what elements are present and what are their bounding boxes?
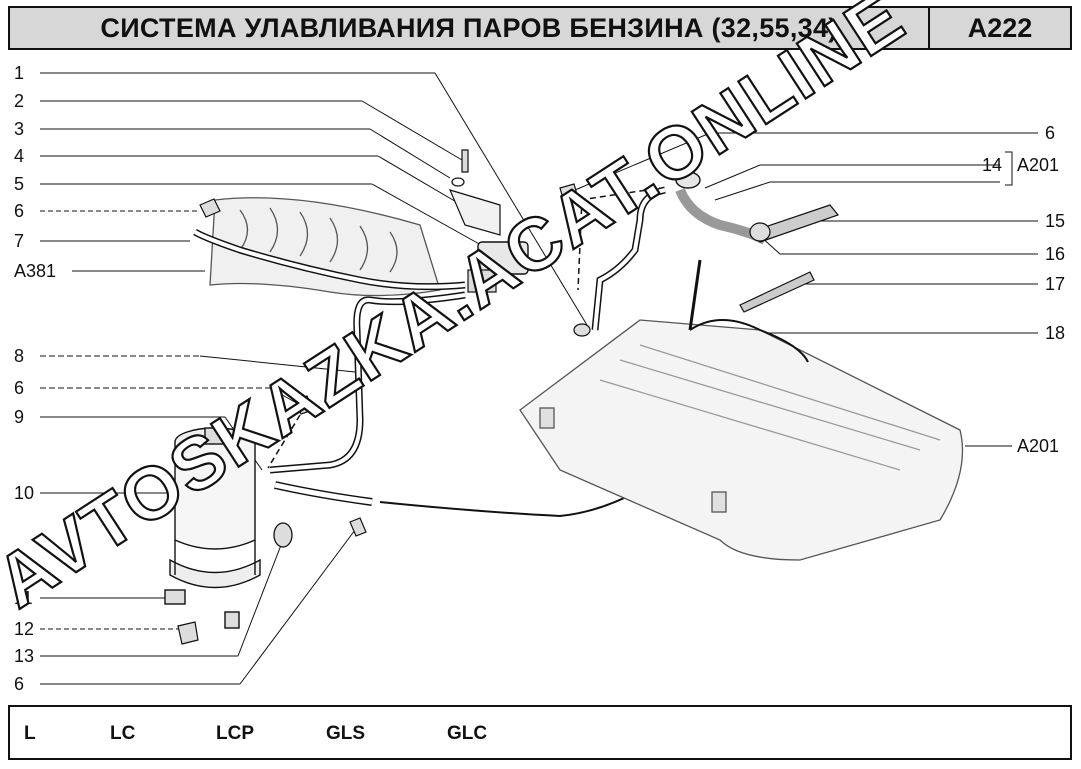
label-r18: 18 bbox=[1045, 323, 1065, 343]
label-8: 8 bbox=[14, 346, 24, 366]
bracket-4 bbox=[448, 189, 501, 236]
label-10: 10 bbox=[14, 483, 34, 503]
page-title: СИСТЕМА УЛАВЛИВАНИЯ ПАРОВ БЕНЗИНА (32,55… bbox=[10, 8, 930, 48]
model-gls: GLS bbox=[326, 723, 366, 744]
label-3: 3 bbox=[14, 119, 24, 139]
leader-6c-tail bbox=[239, 529, 356, 685]
clip-6-right bbox=[559, 183, 579, 203]
clip-6c bbox=[349, 517, 367, 537]
label-4: 4 bbox=[14, 146, 24, 166]
leader-5-tail bbox=[371, 183, 491, 251]
leader-3-tail bbox=[369, 128, 451, 179]
label-r14-ref: A201 bbox=[1017, 155, 1059, 175]
nut-13 bbox=[273, 522, 293, 548]
clip-6a bbox=[199, 198, 221, 218]
leader-r6 bbox=[574, 132, 1038, 191]
label-12: 12 bbox=[14, 619, 34, 639]
section-code: A222 bbox=[967, 12, 1033, 43]
label-6b: 6 bbox=[14, 378, 24, 398]
bolt-2 bbox=[461, 149, 469, 173]
label-7: 7 bbox=[14, 231, 24, 251]
valve-5 bbox=[477, 241, 529, 275]
label-r17: 17 bbox=[1045, 274, 1065, 294]
model-lcp: LCP bbox=[216, 723, 254, 744]
label-11: 11 bbox=[14, 588, 33, 608]
clip-6b bbox=[294, 395, 314, 415]
label-13: 13 bbox=[14, 646, 34, 666]
label-r16: 16 bbox=[1045, 244, 1065, 264]
leader-r16 bbox=[759, 235, 1038, 255]
label-2: 2 bbox=[14, 91, 24, 111]
leader-r15 bbox=[789, 220, 1038, 226]
canister-10 bbox=[164, 427, 261, 629]
tube-18-lower bbox=[379, 489, 641, 518]
leader-13-tail bbox=[237, 539, 284, 657]
header-bar: СИСТЕМА УЛАВЛИВАНИЯ ПАРОВ БЕНЗИНА (32,55… bbox=[8, 6, 1072, 50]
model-lc: LC bbox=[110, 723, 136, 744]
leader-r14 bbox=[704, 164, 1000, 189]
label-r6: 6 bbox=[1045, 123, 1055, 143]
bolt-12 bbox=[177, 621, 199, 645]
label-r15: 15 bbox=[1045, 211, 1065, 231]
label-a381: A381 bbox=[14, 261, 56, 281]
leader-r14b bbox=[714, 181, 1000, 201]
fuel-tank bbox=[519, 319, 964, 561]
label-1: 1 bbox=[14, 63, 24, 83]
label-r14: 14 bbox=[982, 155, 1002, 175]
grommet-1 bbox=[573, 323, 591, 337]
label-6a: 6 bbox=[14, 201, 24, 221]
intake-manifold bbox=[209, 197, 441, 297]
bracket-14 bbox=[1005, 151, 1013, 186]
label-9: 9 bbox=[14, 407, 24, 427]
leader-8-tail bbox=[199, 355, 356, 373]
strap-17 bbox=[739, 271, 815, 313]
washer-3 bbox=[451, 177, 465, 187]
label-6c: 6 bbox=[14, 674, 24, 694]
leader-2-tail bbox=[361, 100, 463, 161]
model-l: L bbox=[24, 723, 36, 744]
leader-1-tail bbox=[434, 72, 591, 331]
model-footer: L LC LCP GLS GLC bbox=[8, 705, 1072, 760]
model-glc: GLC bbox=[447, 723, 488, 744]
label-5: 5 bbox=[14, 174, 24, 194]
leader-6b-tail bbox=[269, 387, 301, 406]
label-a201: A201 bbox=[1017, 436, 1059, 456]
tube-18 bbox=[689, 319, 809, 363]
